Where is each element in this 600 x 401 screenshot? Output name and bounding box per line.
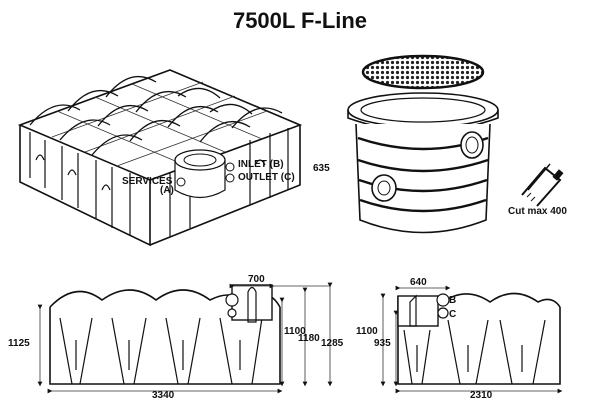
services-code-label: (A) [160,185,174,196]
dim-1125: 1125 [8,338,30,349]
outlet-label: OUTLET (C) [238,172,295,183]
dim-1100-side: 1100 [356,326,378,337]
side-elevation-dimensions [380,285,563,394]
riser-assembly [347,54,499,234]
dim-2310: 2310 [470,390,493,401]
front-elevation [49,284,281,385]
inlet-label: INLET (B) [238,159,284,170]
tank-turret [174,149,235,199]
dim-700: 700 [248,274,265,285]
dim-635: 635 [313,163,330,174]
dim-1180: 1180 [298,333,320,344]
dim-935: 935 [374,338,391,349]
dim-640: 640 [410,277,427,288]
dim-3340: 3340 [152,390,175,401]
services-label: SERVICES [122,176,173,187]
port-c-label: C [449,309,456,320]
cut-label: Cut max 400 [508,206,567,217]
saw-icon [521,163,564,207]
port-b-label: B [449,295,456,306]
front-elevation-dimensions [37,282,333,394]
tank-isometric [17,69,303,247]
page-title: 7500L F-Line [232,8,368,33]
side-elevation [397,292,561,385]
riser-port-lower [371,174,397,202]
dim-1100-front: 1100 [284,326,306,337]
dim-1285: 1285 [321,338,344,349]
riser-port-upper [460,131,484,159]
